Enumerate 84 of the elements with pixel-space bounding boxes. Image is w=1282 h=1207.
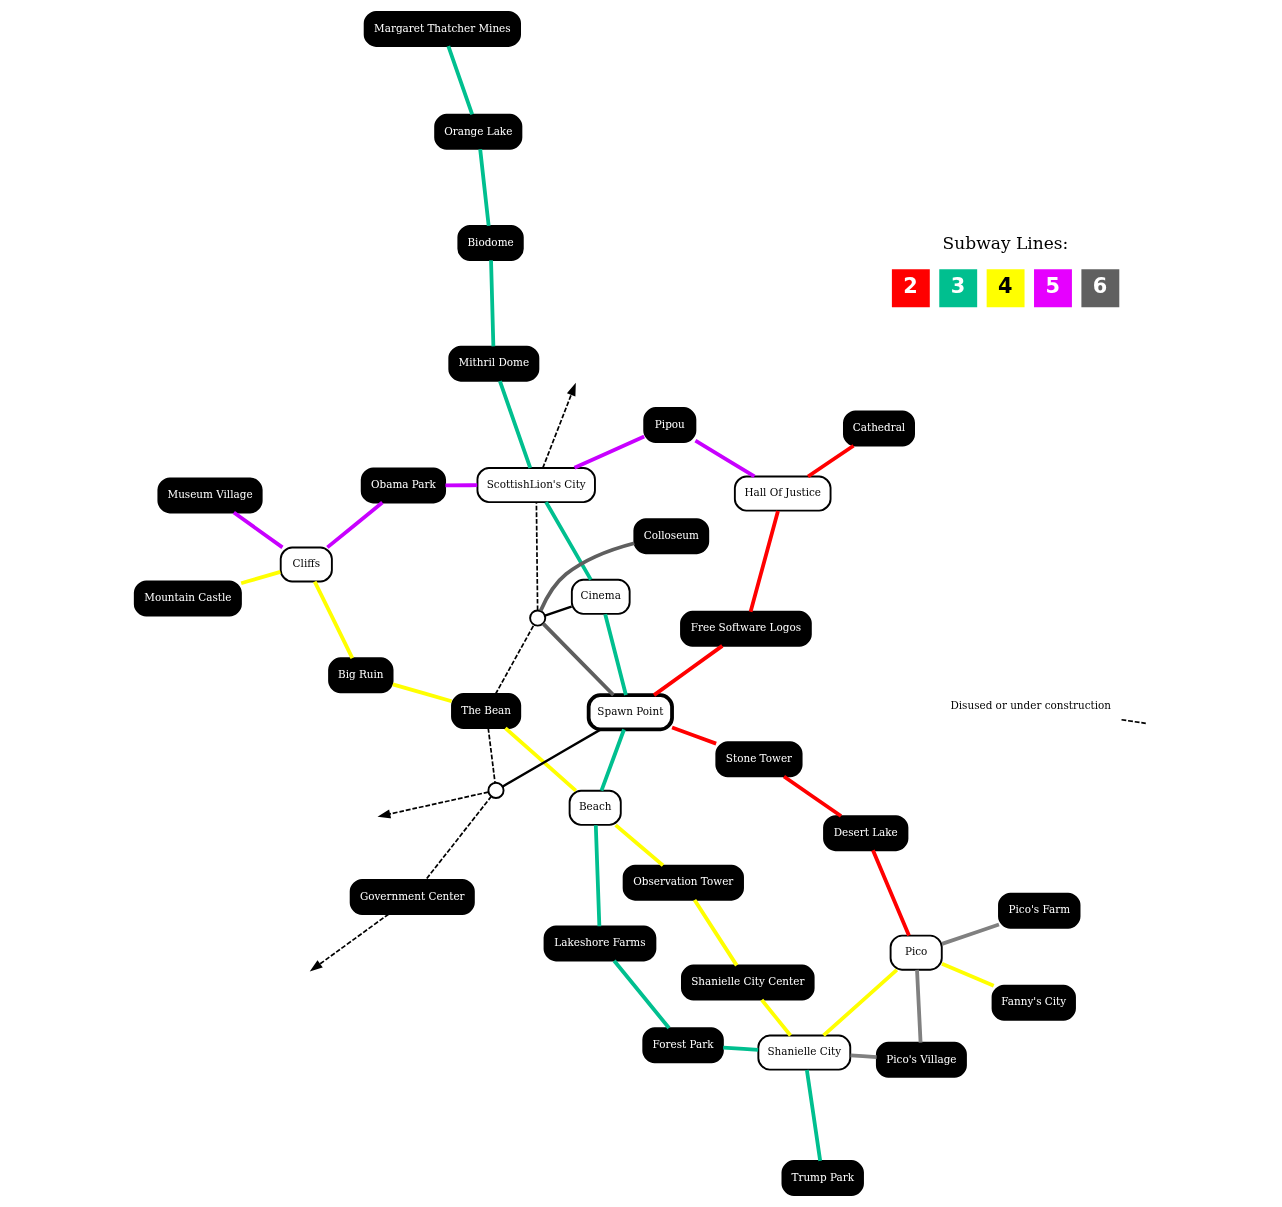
node-box: Cathedral <box>842 410 915 447</box>
node-box: Shanielle City Center <box>681 964 815 1001</box>
connector <box>941 922 1000 946</box>
connector <box>805 1069 823 1162</box>
node-box: Big Ruin <box>328 657 394 694</box>
connector <box>782 775 843 818</box>
legend-label: 2 <box>903 273 918 298</box>
node-box: Obama Park <box>360 467 447 504</box>
node-box: Fanny's City <box>991 984 1076 1021</box>
node-circle <box>487 781 505 799</box>
connector <box>806 444 855 479</box>
connector <box>326 501 384 549</box>
connector <box>694 438 756 478</box>
node-box: The Bean <box>451 693 522 730</box>
connector <box>603 613 628 696</box>
connector <box>822 968 899 1037</box>
connector <box>871 849 911 937</box>
connector <box>544 605 572 617</box>
node-box: Trump Park <box>781 1160 864 1197</box>
connector <box>498 380 532 469</box>
node-box: Museum Village <box>157 477 263 514</box>
legend-label: 3 <box>950 273 966 298</box>
node-circle <box>529 609 547 627</box>
legend-label: 4 <box>998 273 1013 298</box>
connector <box>723 1045 759 1052</box>
node-box: Mountain Castle <box>133 580 242 617</box>
node-box: Pico <box>889 934 943 971</box>
label: Subway Lines: <box>942 232 1069 253</box>
node-box: Stone Tower <box>715 741 803 778</box>
connector <box>671 725 717 746</box>
connector <box>692 899 739 967</box>
node-box: Hall Of Justice <box>733 475 832 512</box>
connector <box>478 148 491 227</box>
legend-label: Disused or under construction <box>950 698 1111 711</box>
connector <box>424 795 493 881</box>
node-box: Margaret Thatcher Mines <box>363 10 521 47</box>
node-box: Colloseum <box>633 518 710 555</box>
connector <box>240 570 281 586</box>
node-box: Pico's Village <box>875 1041 967 1078</box>
connector <box>614 823 665 867</box>
node-box: Free Software Logos <box>680 610 812 647</box>
connector <box>313 580 355 659</box>
connector <box>760 998 792 1037</box>
connector <box>541 622 615 697</box>
connector <box>612 959 671 1030</box>
node-box: Pico's Farm <box>998 892 1081 929</box>
node-box: Beach <box>568 789 622 826</box>
connector <box>850 1053 877 1059</box>
connector <box>573 434 645 470</box>
node-box: Government Center <box>349 878 475 915</box>
connector <box>544 501 593 581</box>
connector <box>941 961 995 988</box>
arrow <box>309 913 390 972</box>
node-box: Shanielle City <box>757 1034 852 1071</box>
connector <box>748 510 780 613</box>
node-box: Forest Park <box>642 1027 724 1064</box>
legend-label: 5 <box>1045 273 1060 298</box>
connector <box>535 501 539 611</box>
node-box: Desert Lake <box>823 815 909 852</box>
connector <box>599 728 626 792</box>
node-box: Observation Tower <box>622 864 744 901</box>
connector <box>915 969 923 1043</box>
node-box: Cliffs <box>279 546 333 583</box>
connector <box>494 623 535 695</box>
node-box: Lakeshore Farms <box>543 925 657 962</box>
node-box: Cinema <box>570 578 631 615</box>
connector <box>538 541 635 612</box>
node-box: Orange Lake <box>434 113 523 150</box>
connector <box>446 45 474 116</box>
connector <box>502 728 602 788</box>
connector <box>232 510 284 549</box>
legend-label: 6 <box>1092 273 1108 298</box>
connector <box>652 644 724 697</box>
node-box: Pipou <box>643 407 697 444</box>
node-box: Biodome <box>457 225 524 261</box>
connector <box>445 483 478 488</box>
connector <box>392 682 453 704</box>
connector <box>504 726 578 792</box>
connector <box>593 825 602 927</box>
connector <box>487 727 496 784</box>
node-box: ScottishLion's City <box>476 467 596 504</box>
node-box: Mithril Dome <box>448 345 540 382</box>
node-box: Spawn Point <box>586 693 674 732</box>
connector <box>489 260 496 347</box>
